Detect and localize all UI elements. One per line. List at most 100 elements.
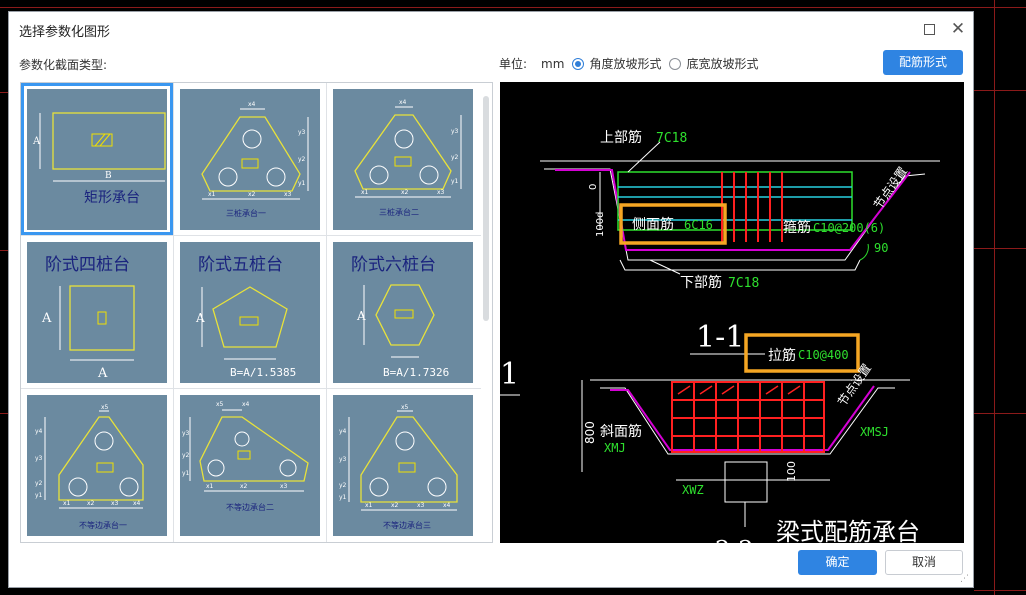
- svg-text:x3: x3: [111, 500, 119, 507]
- svg-text:1: 1: [500, 357, 519, 392]
- svg-text:XWZ: XWZ: [682, 483, 704, 497]
- svg-text:梁式配筋承台: 梁式配筋承台: [776, 518, 920, 543]
- svg-text:y3: y3: [298, 129, 306, 136]
- shape-thumb: x4 y3 y2 y1 x1 x2 x3 三桩承台一: [180, 89, 320, 230]
- dialog-title: 选择参数化图形: [19, 25, 111, 40]
- svg-text:A: A: [356, 309, 366, 323]
- svg-text:100d: 100d: [595, 212, 606, 237]
- radio-angle-label: 角度放坡形式: [589, 57, 662, 71]
- shape-thumb: 阶式五桩台 A B=A/1.5385: [180, 242, 320, 383]
- shape-cell-rect[interactable]: A B 矩形承台: [21, 83, 173, 235]
- svg-text:y3: y3: [182, 430, 190, 437]
- section-type-label: 参数化截面类型:: [19, 58, 108, 72]
- dialog-titlebar: 选择参数化图形 ✕: [9, 12, 973, 46]
- svg-text:y3: y3: [451, 128, 459, 135]
- svg-text:x2: x2: [391, 502, 399, 509]
- svg-text:x4: x4: [399, 99, 407, 106]
- svg-text:不等边承台二: 不等边承台二: [226, 502, 274, 512]
- svg-text:斜面筋: 斜面筋: [600, 423, 642, 440]
- svg-text:x5: x5: [101, 404, 109, 411]
- svg-text:100: 100: [785, 461, 798, 482]
- svg-text:C10@400: C10@400: [798, 348, 849, 362]
- svg-text:7C18: 7C18: [728, 276, 759, 291]
- svg-text:x1: x1: [206, 483, 214, 490]
- svg-text:y1: y1: [35, 492, 43, 499]
- svg-text:x2: x2: [87, 500, 95, 507]
- shape-cell-step-five-pile[interactable]: 阶式五桩台 A B=A/1.5385: [174, 236, 326, 388]
- svg-text:阶式六桩台: 阶式六桩台: [351, 255, 436, 275]
- svg-text:A: A: [97, 366, 108, 381]
- svg-text:A: A: [195, 311, 205, 325]
- svg-text:不等边承台三: 不等边承台三: [383, 520, 431, 530]
- svg-text:三桩承台二: 三桩承台二: [379, 207, 419, 217]
- shape-cell-three-pile-2[interactable]: x4 y3 y2 y1 x1 x2 x3 三桩承台二: [327, 83, 479, 235]
- svg-text:y2: y2: [35, 480, 43, 487]
- svg-text:x1: x1: [208, 191, 216, 198]
- ok-button[interactable]: 确定: [798, 550, 877, 575]
- svg-text:x4: x4: [443, 502, 451, 509]
- svg-text:y2: y2: [339, 482, 347, 489]
- svg-text:拉筋: 拉筋: [768, 347, 796, 364]
- svg-text:800: 800: [583, 421, 597, 444]
- svg-text:x2: x2: [401, 189, 409, 196]
- svg-text:侧面筋: 侧面筋: [632, 216, 674, 233]
- svg-text:C10@200(6): C10@200(6): [813, 221, 885, 235]
- svg-text:x2: x2: [240, 483, 248, 490]
- resize-grip-icon[interactable]: ⋰: [960, 574, 969, 584]
- shape-thumb: x5 y4 y3 y2 y1 x1 x2 x3 x4 不等边承台一: [27, 395, 167, 536]
- svg-text:y1: y1: [298, 180, 306, 187]
- svg-text:阶式四桩台: 阶式四桩台: [45, 255, 130, 275]
- svg-text:A: A: [41, 311, 52, 326]
- shape-thumb: 阶式六桩台 A B=A/1.7326: [333, 242, 473, 383]
- svg-text:箍筋: 箍筋: [783, 219, 811, 236]
- shape-cell-unequal-1[interactable]: x5 y4 y3 y2 y1 x1 x2 x3 x4 不等边承台一: [21, 389, 173, 541]
- svg-text:y1: y1: [339, 494, 347, 501]
- cancel-button[interactable]: 取消: [885, 550, 963, 575]
- shape-cell-three-pile-1[interactable]: x4 y3 y2 y1 x1 x2 x3 三桩承台一: [174, 83, 326, 235]
- shape-thumb: 阶式四桩台 A A: [27, 242, 167, 383]
- side-bar-highlight: [619, 203, 727, 245]
- svg-text:90: 90: [874, 241, 888, 255]
- svg-text:6C16: 6C16: [684, 218, 713, 232]
- svg-text:x2: x2: [248, 191, 256, 198]
- maximize-icon[interactable]: [919, 19, 939, 39]
- svg-text:y3: y3: [339, 456, 347, 463]
- radio-angle-slope[interactable]: 角度放坡形式: [572, 55, 661, 72]
- unit-label: 单位:: [499, 57, 528, 71]
- svg-text:y4: y4: [35, 428, 43, 435]
- svg-text:不等边承台一: 不等边承台一: [79, 520, 127, 530]
- svg-text:三桩承台一: 三桩承台一: [226, 208, 266, 218]
- svg-text:1-1: 1-1: [696, 320, 744, 355]
- svg-text:x1: x1: [63, 500, 71, 507]
- shape-cell-step-four-pile[interactable]: 阶式四桩台 A A: [21, 236, 173, 388]
- svg-text:x5: x5: [401, 404, 409, 411]
- select-shape-dialog: 选择参数化图形 ✕ 参数化截面类型: 单位: mm 角度放坡形式 底宽放坡形式 …: [8, 11, 974, 588]
- svg-text:x4: x4: [242, 401, 250, 408]
- shape-cell-step-six-pile[interactable]: 阶式六桩台 A B=A/1.7326: [327, 236, 479, 388]
- svg-text:7C18: 7C18: [656, 131, 687, 146]
- shape-cell-unequal-2[interactable]: x5 x4 y3 y2 y1 x1 x2 x3 不等边承台二: [174, 389, 326, 541]
- shape-cell-unequal-3[interactable]: x5 y4 y3 y2 y1 x1 x2 x3 x4 不等边承台三: [327, 389, 479, 541]
- svg-text:y4: y4: [339, 428, 347, 435]
- radio-width-label: 底宽放坡形式: [686, 57, 759, 71]
- close-icon[interactable]: ✕: [950, 19, 966, 39]
- unit-value: mm: [541, 56, 565, 71]
- svg-text:2-2: 2-2: [715, 536, 754, 543]
- grid-scrollbar[interactable]: [483, 96, 489, 321]
- svg-text:x3: x3: [284, 191, 292, 198]
- svg-text:x3: x3: [437, 189, 445, 196]
- svg-text:x3: x3: [417, 502, 425, 509]
- radio-angle-dot[interactable]: [572, 57, 585, 70]
- svg-text:y1: y1: [451, 178, 459, 185]
- svg-text:B=A/1.7326: B=A/1.7326: [383, 366, 449, 379]
- radio-width-slope[interactable]: 底宽放坡形式: [669, 55, 758, 72]
- rebar-form-button[interactable]: 配筋形式: [883, 50, 963, 75]
- svg-text:0: 0: [588, 184, 599, 190]
- svg-text:阶式五桩台: 阶式五桩台: [198, 255, 283, 275]
- shape-thumb: x5 y4 y3 y2 y1 x1 x2 x3 x4 不等边承台三: [333, 395, 473, 536]
- shape-thumb: x4 y3 y2 y1 x1 x2 x3 三桩承台二: [333, 89, 473, 230]
- svg-text:y2: y2: [298, 156, 306, 163]
- radio-width-dot[interactable]: [669, 57, 682, 70]
- preview-drawing: 0 100d 上部筋 7C18 侧面筋 6C16 箍筋 C10@200(6) 下…: [500, 82, 964, 543]
- shape-thumb: x5 x4 y3 y2 y1 x1 x2 x3 不等边承台二: [180, 395, 320, 536]
